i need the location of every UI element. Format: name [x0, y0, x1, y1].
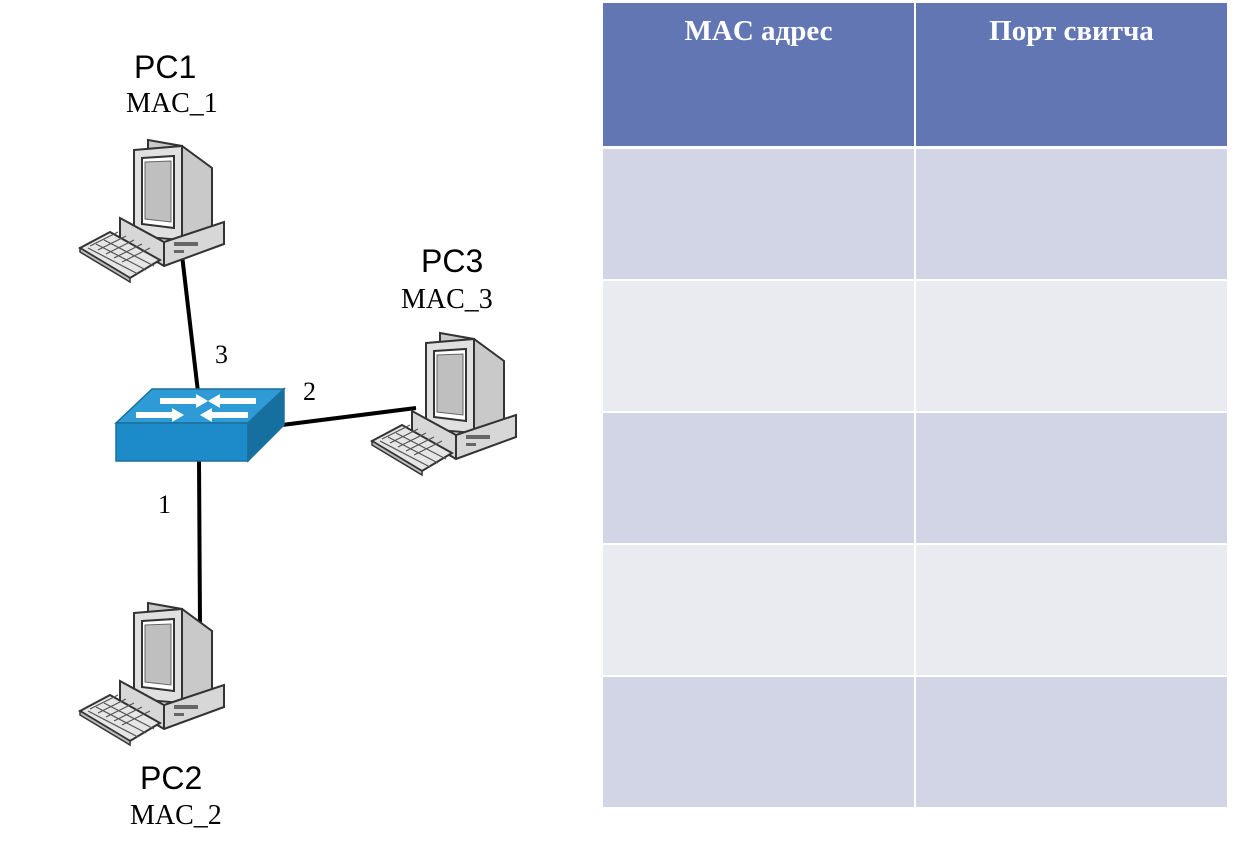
link-switch-pc3: [281, 406, 417, 427]
link-pc1-switch: [180, 254, 200, 393]
table-row: [603, 146, 1227, 280]
table-row: [603, 411, 1227, 544]
port-label-1: 1: [158, 490, 171, 519]
port-cell: [915, 279, 1227, 412]
pc3-mac: MAC_3: [401, 284, 493, 315]
table-row: [603, 279, 1227, 412]
mac-cell: [603, 675, 916, 807]
pc1-computer-icon: [79, 139, 225, 283]
mac-address-table: MAC адрес Порт свитча: [603, 3, 1227, 807]
port-cell: [915, 411, 1227, 544]
port-label-2: 2: [303, 377, 316, 406]
port-cell: [915, 675, 1227, 807]
mac-cell: [603, 543, 916, 676]
switch-icon: [114, 387, 286, 463]
pc2-computer-icon: [79, 602, 225, 746]
table-header-row: MAC адрес Порт свитча: [603, 3, 1227, 149]
mac-cell: [603, 411, 916, 544]
port-label-3: 3: [215, 340, 228, 369]
mac-cell: [603, 146, 916, 280]
pc1-name: PC1: [134, 49, 197, 85]
mac-cell: [603, 279, 916, 412]
port-cell: [915, 146, 1227, 280]
header-mac-address: MAC адрес: [603, 3, 916, 149]
pc1-mac: MAC_1: [126, 88, 218, 119]
pc3-name: PC3: [421, 243, 484, 279]
pc2-mac: MAC_2: [130, 800, 222, 831]
port-cell: [915, 543, 1227, 676]
pc2-name: PC2: [140, 760, 203, 796]
table-row: [603, 543, 1227, 676]
pc3-computer-icon: [371, 332, 517, 476]
link-switch-pc2: [197, 459, 202, 626]
header-switch-port: Порт свитча: [915, 3, 1227, 149]
table-row: [603, 675, 1227, 807]
